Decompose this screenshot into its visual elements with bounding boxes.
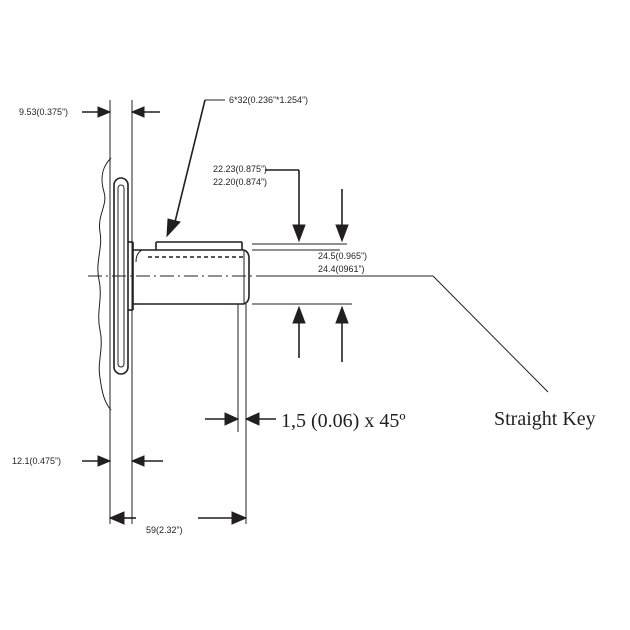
mounting-plate: [109, 100, 133, 524]
key-size-leader: [166, 99, 225, 238]
shaft-diameter-dimension: [265, 169, 306, 358]
key-height-dimension: [335, 189, 349, 362]
chamfer-dimension: [205, 412, 276, 426]
shaft: [133, 249, 250, 305]
key-size-label: 6*32(0.236”*1.254”): [229, 95, 308, 105]
key-height-min-label: 24.4(0961”): [318, 264, 365, 274]
shaft-length-dimension: [108, 511, 248, 525]
plate-thickness-dimension: [82, 455, 163, 467]
plate-thickness-label: 12.1(0.475”): [12, 456, 61, 466]
flange-thickness-label: 9.53(0.375”): [19, 107, 68, 117]
key-height-max-label: 24.5(0.965”): [318, 251, 367, 261]
break-line: [97, 157, 112, 411]
chamfer-label: 1,5 (0.06) x 45º: [281, 410, 406, 432]
shaft-dia-max-label: 22.23(0.875”): [213, 164, 267, 174]
shaft-dia-min-label: 22.20(0.874”): [213, 177, 267, 187]
extension-lines: [237, 243, 433, 524]
shaft-length-label: 59(2.32”): [146, 525, 183, 535]
key: [148, 241, 246, 258]
key-type-label: Straight Key: [494, 408, 596, 430]
straight-key-leader: [432, 275, 549, 393]
hub: [128, 241, 134, 311]
flange-thickness-dimension: [82, 106, 160, 118]
